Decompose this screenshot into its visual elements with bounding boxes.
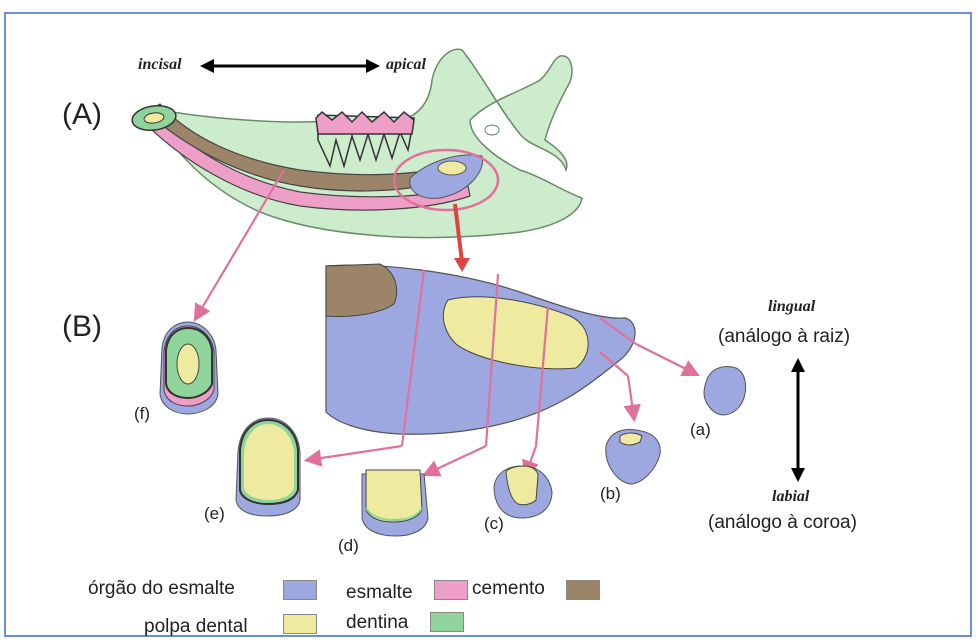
- section-d-label: (d): [338, 536, 359, 556]
- zoomed-tooth: [326, 264, 635, 434]
- legend-dentin-swatch: [430, 612, 464, 632]
- panel-b-label: (B): [62, 310, 102, 344]
- legend-enamel-label: esmalte: [346, 582, 413, 604]
- lingual-labial-arrow: [791, 358, 805, 482]
- section-d: [362, 470, 428, 536]
- labial-label: labial: [772, 488, 809, 506]
- section-c-label: (c): [484, 514, 504, 534]
- incisal-label: incisal: [138, 56, 182, 74]
- labial-subtitle: (análogo à coroa): [708, 512, 857, 534]
- legend-enamel-swatch: [434, 580, 468, 600]
- section-f: [160, 322, 218, 414]
- section-f-label: (f): [134, 404, 150, 424]
- legend-dentin-label: dentina: [346, 612, 408, 634]
- foramen: [485, 125, 499, 135]
- incisal-apical-arrow: [200, 59, 380, 73]
- lingual-subtitle: (análogo à raiz): [718, 326, 850, 348]
- section-a-label: (a): [690, 420, 711, 440]
- section-e: [236, 418, 300, 516]
- legend-cementum-swatch: [566, 580, 600, 600]
- section-a: [704, 367, 746, 415]
- panel-a-label: (A): [62, 98, 102, 132]
- section-b-label: (b): [600, 484, 621, 504]
- legend-cementum-label: cemento: [472, 578, 545, 600]
- section-c: [494, 466, 552, 518]
- legend-pulp-swatch: [283, 614, 317, 634]
- lingual-label: lingual: [768, 298, 815, 316]
- section-b: [606, 430, 660, 484]
- legend-enamel-organ-swatch: [283, 580, 317, 600]
- legend-enamel-organ-label: órgão do esmalte: [88, 578, 235, 600]
- section-e-label: (e): [204, 504, 225, 524]
- legend-pulp-label: polpa dental: [144, 616, 248, 638]
- apical-label: apical: [386, 56, 426, 74]
